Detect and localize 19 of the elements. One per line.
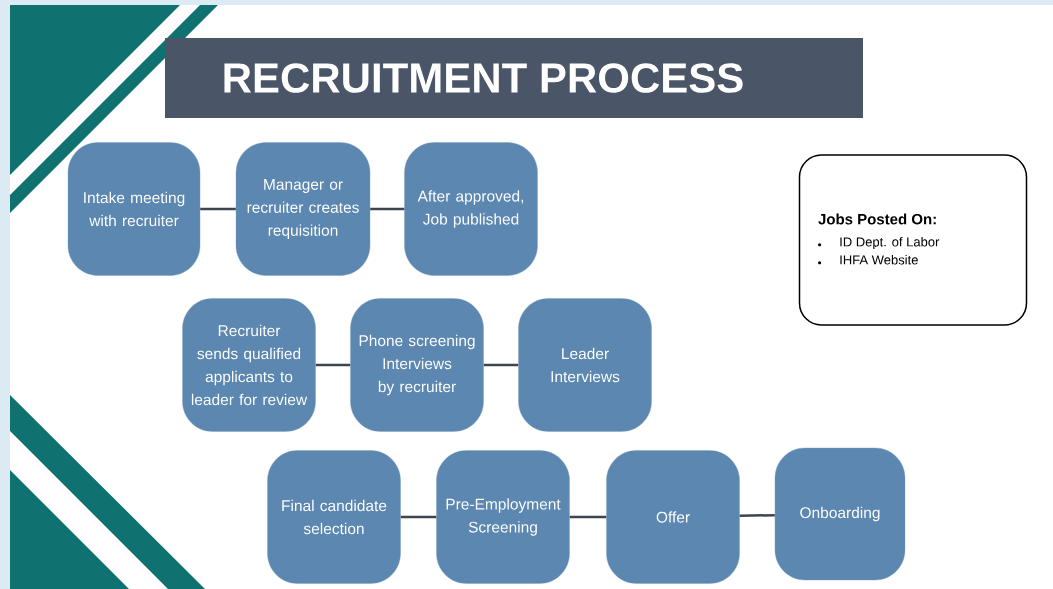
process-box: Pre-Employment Screening	[436, 450, 570, 584]
title-banner: RECRUITMENT PROCESS	[165, 38, 863, 118]
process-box: Phone screening Interviews by recruiter	[350, 298, 484, 432]
process-box: Recruiter sends qualified applicants to leader for review	[182, 298, 316, 432]
process-box: Final candidate selection	[267, 450, 401, 584]
connector-line	[370, 207, 405, 211]
process-box: Intake meeting with recruiter	[67, 142, 201, 276]
connector-line	[483, 363, 519, 367]
connector-line	[200, 207, 236, 211]
process-box: Leader Interviews	[518, 298, 652, 432]
connector-line	[400, 515, 437, 519]
process-box: After approved, Job published	[404, 142, 538, 276]
connector-line	[739, 513, 775, 518]
process-box: Manager or recruiter creates requisition	[235, 142, 371, 276]
process-box: Offer	[606, 450, 740, 584]
connector-line	[569, 515, 607, 519]
list-box: Jobs Posted On: ID Dept. of Labor IHFA Website	[798, 154, 1028, 326]
process-box: Onboarding	[774, 447, 906, 581]
connector-line	[315, 363, 351, 367]
